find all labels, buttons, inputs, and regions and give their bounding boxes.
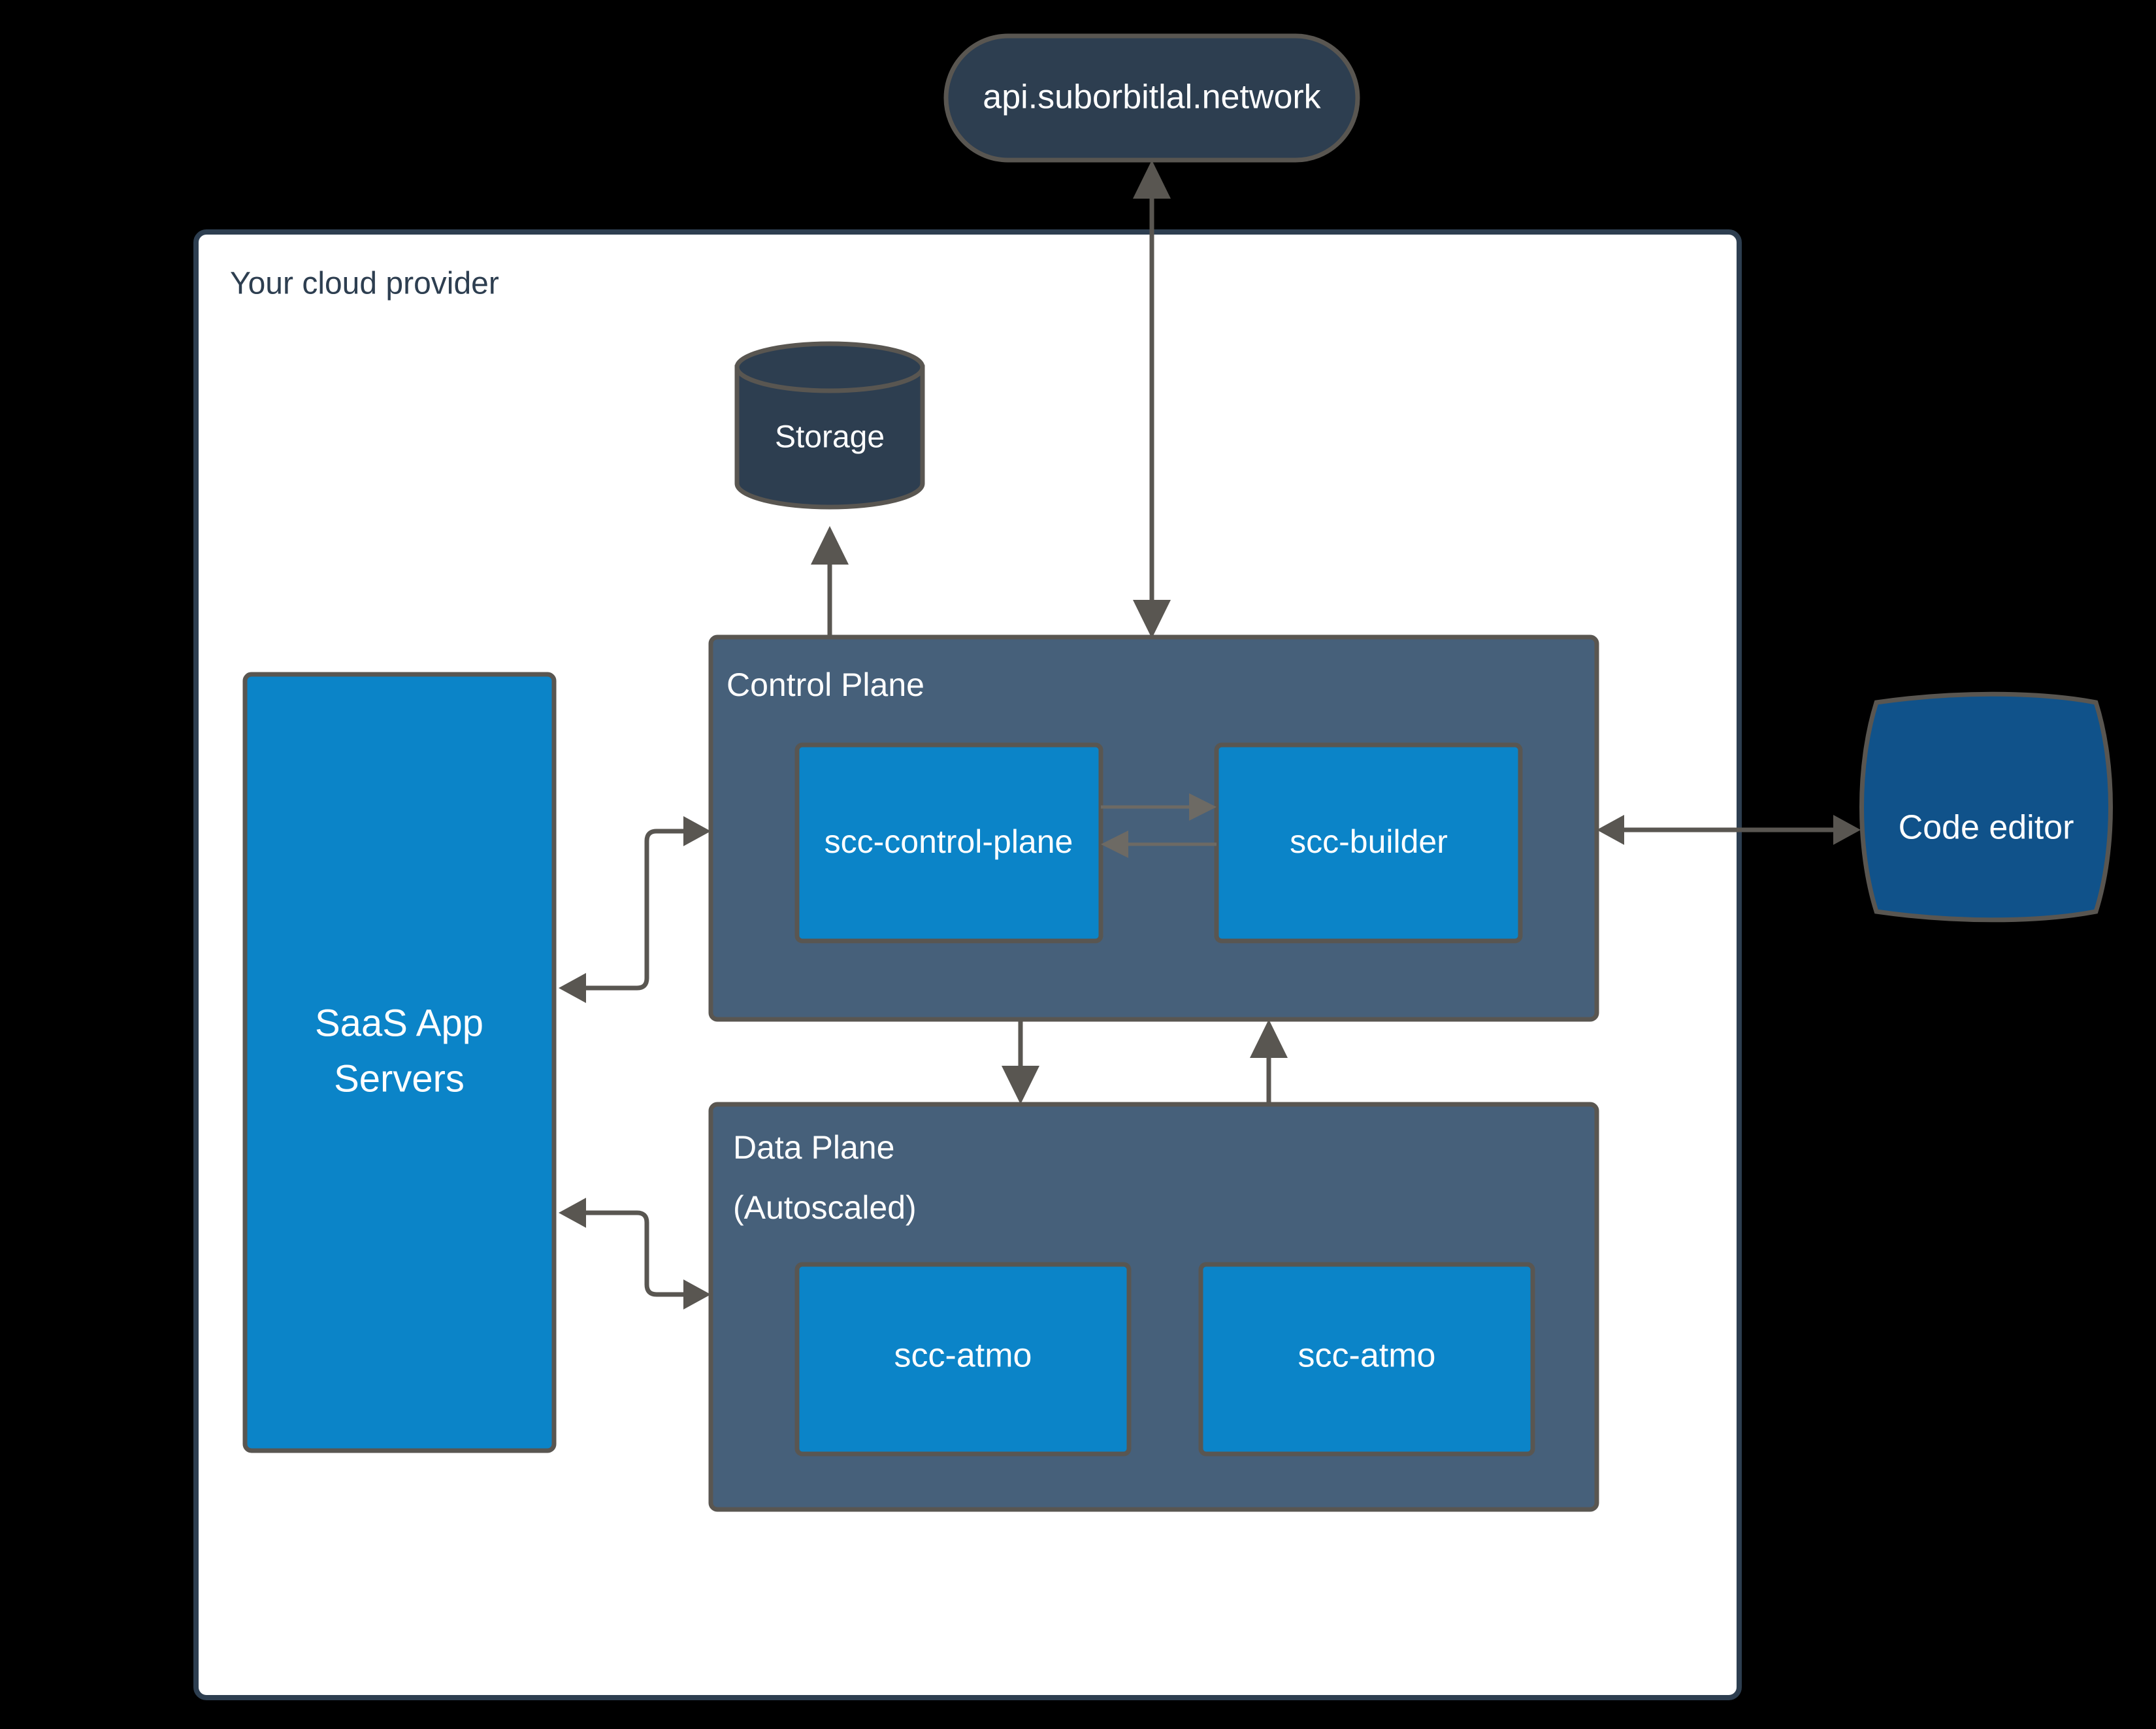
api-endpoint-node[interactable]: api.suborbitlal.network [943, 33, 1360, 163]
scc-builder-label: scc-builder [1290, 823, 1448, 860]
data-plane-group[interactable]: Data Plane (Autoscaled) scc-atmo scc-atm… [708, 1102, 1599, 1512]
edge-control-plane-to-storage [811, 526, 849, 637]
scc-atmo-label-1: scc-atmo [894, 1337, 1032, 1375]
edge-scc-control-plane-to-scc-builder [1101, 793, 1217, 821]
saas-app-servers-rect[interactable] [242, 672, 557, 1453]
saas-app-servers-node[interactable]: SaaS App Servers [242, 672, 557, 1453]
api-endpoint-label: api.suborbitlal.network [983, 78, 1321, 116]
storage-cylinder-top [734, 341, 925, 393]
scc-control-plane-rect[interactable] [794, 742, 1103, 944]
scc-control-plane-node[interactable]: scc-control-plane [794, 742, 1103, 944]
cloud-provider-label: Your cloud provider [230, 267, 499, 301]
edge-control-plane-to-data-plane [1002, 1019, 1039, 1104]
edge-saas-app-servers-to-data-plane [559, 1198, 711, 1309]
scc-control-plane-label: scc-control-plane [825, 823, 1073, 860]
control-plane-title: Control Plane [727, 667, 924, 703]
edge-control-plane-to-api-endpoint [1133, 160, 1171, 638]
storage-cylinder-body[interactable] [734, 365, 925, 510]
scc-atmo-node-2[interactable]: scc-atmo [1198, 1262, 1535, 1457]
saas-app-servers-label-line1: SaaS App [315, 1002, 483, 1044]
scc-atmo-rect-2[interactable] [1198, 1262, 1535, 1457]
edge-control-plane-to-code-editor [1597, 815, 1861, 845]
edge-saas-app-servers-to-control-plane [559, 816, 711, 1003]
edge-scc-builder-to-scc-control-plane [1101, 831, 1217, 858]
edge-data-plane-to-control-plane [1250, 1019, 1288, 1104]
scc-builder-node[interactable]: scc-builder [1214, 742, 1523, 944]
scc-atmo-rect-1[interactable] [794, 1262, 1132, 1457]
code-editor-shape[interactable] [1859, 691, 2113, 923]
control-plane-group[interactable]: Control Plane scc-control-plane scc-buil… [708, 634, 1599, 1022]
data-plane-title-line2: (Autoscaled) [733, 1189, 917, 1226]
code-editor-label: Code editor [1899, 809, 2074, 847]
storage-label: Storage [775, 420, 885, 455]
scc-atmo-node-1[interactable]: scc-atmo [794, 1262, 1132, 1457]
saas-app-servers-label-line2: Servers [334, 1057, 465, 1100]
data-plane-title-line1: Data Plane [733, 1129, 894, 1166]
scc-atmo-label-2: scc-atmo [1298, 1337, 1436, 1375]
code-editor-node[interactable]: Code editor [1859, 691, 2113, 923]
storage-node[interactable]: Storage [734, 341, 925, 510]
